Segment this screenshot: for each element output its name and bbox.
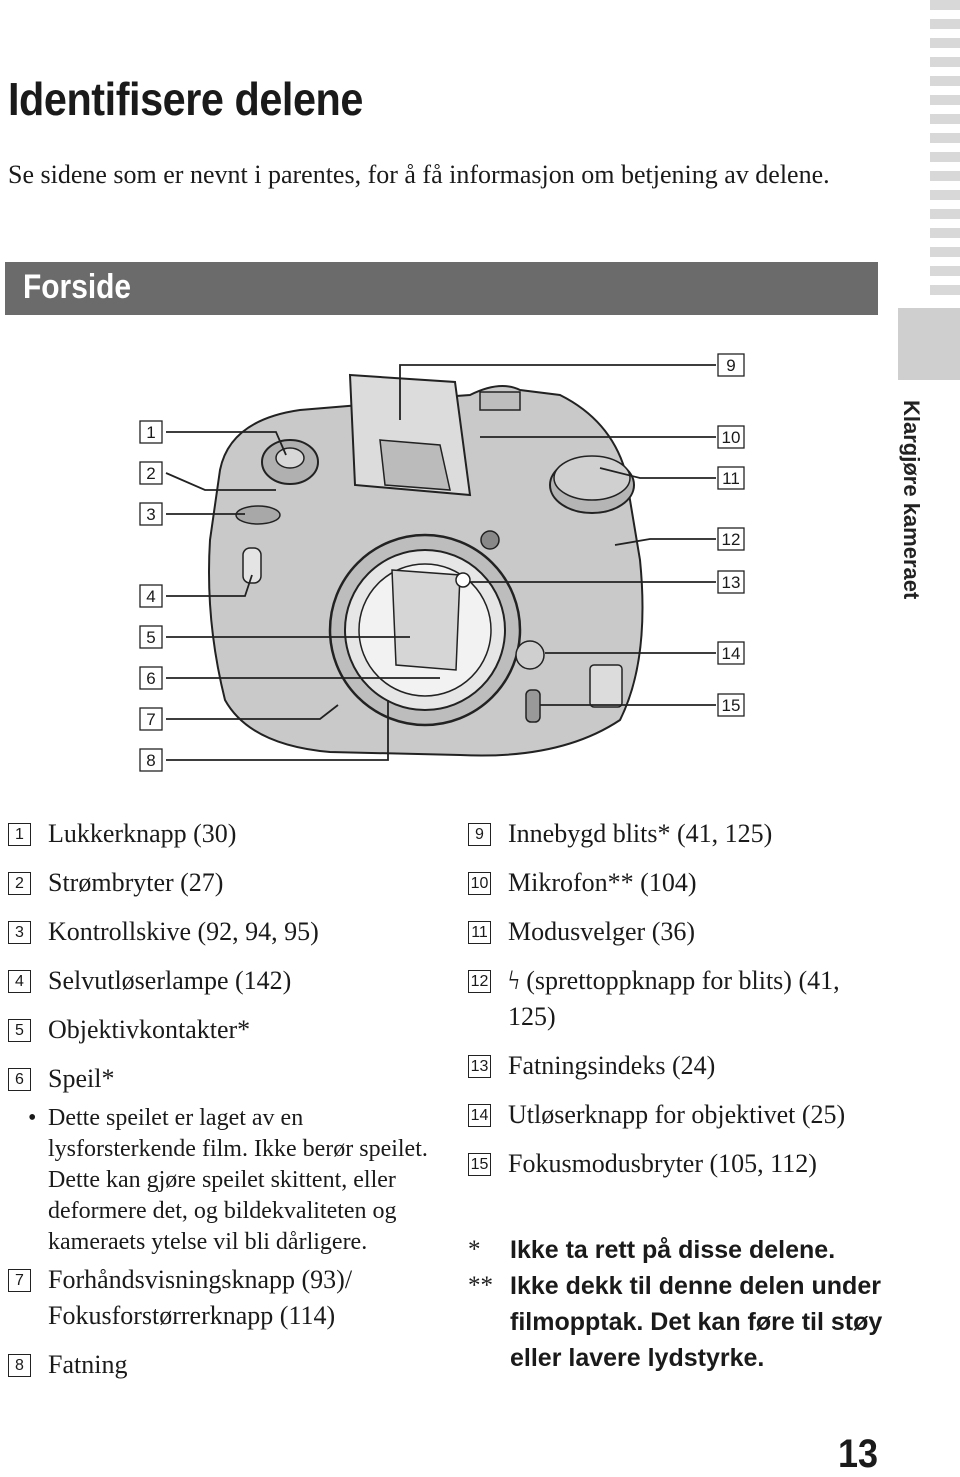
callout-label: 15 xyxy=(722,696,741,715)
part-number: 5 xyxy=(8,1019,31,1042)
part-number: 2 xyxy=(8,872,31,895)
footnote-text: Ikke dekk til denne delen under filmoppt… xyxy=(510,1272,883,1372)
chapter-side-label: Klargjøre kameraet xyxy=(896,400,926,630)
section-title: Forside xyxy=(23,268,132,306)
part-number: 9 xyxy=(468,823,491,846)
callout-label: 13 xyxy=(722,573,741,592)
part-label: Kontrollskive (92, 94, 95) xyxy=(48,917,319,946)
camera-front-illustration: 1 2 3 4 5 6 7 8 9 10 11 12 13 14 15 xyxy=(139,353,745,772)
part-item: 15 Fokusmodusbryter (105, 112) xyxy=(468,1146,888,1182)
part-label: Mikrofon** (104) xyxy=(508,868,697,897)
section-header-bar: Forside xyxy=(5,262,878,315)
part-number: 13 xyxy=(468,1055,491,1078)
callout-label: 3 xyxy=(146,505,155,524)
part-label: Lukkerknapp (30) xyxy=(48,819,237,848)
page-number: 13 xyxy=(838,1432,879,1476)
callout-label: 14 xyxy=(722,644,741,663)
part-item: 13 Fatningsindeks (24) xyxy=(468,1048,888,1084)
chapter-side-text: Klargjøre kameraet xyxy=(899,400,924,600)
part-label: Speil* xyxy=(48,1064,115,1093)
part-item: 2 Strømbryter (27) xyxy=(8,865,428,901)
callout-label: 10 xyxy=(722,428,741,447)
callout-label: 6 xyxy=(146,669,155,688)
footnote-mark: ** xyxy=(468,1272,493,1299)
callout-label: 5 xyxy=(146,628,155,647)
callout-label: 8 xyxy=(146,751,155,770)
part-label: Selvutløserlampe (142) xyxy=(48,966,292,995)
part-number: 14 xyxy=(468,1104,491,1127)
part-label: Fatning xyxy=(48,1350,128,1379)
part-item: 14 Utløserknapp for objektivet (25) xyxy=(468,1097,888,1133)
part-label: ϟ (sprettoppknapp for blits) (41, 125) xyxy=(508,966,840,1031)
part-item: 6 Speil* Dette speilet er laget av en lys… xyxy=(8,1061,428,1258)
part-label: Fatningsindeks (24) xyxy=(508,1051,716,1080)
parts-list-left: 1 Lukkerknapp (30) 2 Strømbryter (27) 3 Kon… xyxy=(8,816,428,1383)
footnote: ** Ikke dekk til denne delen under filmop… xyxy=(468,1268,888,1376)
page-title: Identifisere delene xyxy=(8,73,363,125)
page-edge-stripes xyxy=(930,0,960,300)
part-label: Strømbryter (27) xyxy=(48,868,224,897)
part-item: 12 ϟ (sprettoppknapp for blits) (41, 125) xyxy=(468,963,888,1035)
callout-label: 4 xyxy=(146,587,155,606)
part-item: 11 Modusvelger (36) xyxy=(468,914,888,950)
part-item: 4 Selvutløserlampe (142) xyxy=(8,963,428,999)
callout-label: 2 xyxy=(146,464,155,483)
part-label: Fokusmodusbryter (105, 112) xyxy=(508,1149,817,1178)
footnote-mark: * xyxy=(468,1236,481,1263)
part-item: 9 Innebygd blits* (41, 125) xyxy=(468,816,888,852)
part-number: 3 xyxy=(8,921,31,944)
mirror-warning: Dette speilet er laget av en lysforsterk… xyxy=(28,1103,428,1258)
footnotes: * Ikke ta rett på disse delene. ** Ikke de… xyxy=(468,1232,888,1376)
callout-label: 12 xyxy=(722,530,741,549)
part-number: 15 xyxy=(468,1153,491,1176)
part-item: 10 Mikrofon** (104) xyxy=(468,865,888,901)
callout-label: 7 xyxy=(146,710,155,729)
part-item: 1 Lukkerknapp (30) xyxy=(8,816,428,852)
part-label: Objektivkontakter* xyxy=(48,1015,251,1044)
footnote: * Ikke ta rett på disse delene. xyxy=(468,1232,888,1268)
part-number: 12 xyxy=(468,970,491,993)
part-number: 10 xyxy=(468,872,491,895)
part-item: 8 Fatning xyxy=(8,1347,428,1383)
intro-text: Se sidene som er nevnt i parentes, for å… xyxy=(8,160,830,189)
part-item: 7 Forhåndsvisningsknapp (93)/ Fokusforstø… xyxy=(8,1262,428,1334)
part-number: 4 xyxy=(8,970,31,993)
chapter-thumb-tab xyxy=(898,308,960,380)
part-label: Innebygd blits* (41, 125) xyxy=(508,819,773,848)
part-number: 6 xyxy=(8,1068,31,1091)
part-item: 3 Kontrollskive (92, 94, 95) xyxy=(8,914,428,950)
part-label: Forhåndsvisningsknapp (93)/ Fokusforstør… xyxy=(48,1265,353,1330)
part-item: 5 Objektivkontakter* xyxy=(8,1012,428,1048)
callout-label: 1 xyxy=(146,423,155,442)
footnote-text: Ikke ta rett på disse delene. xyxy=(510,1236,836,1264)
part-number: 8 xyxy=(8,1354,31,1377)
callout-label: 11 xyxy=(722,469,740,488)
part-label: Modusvelger (36) xyxy=(508,917,696,946)
part-number: 7 xyxy=(8,1269,31,1292)
parts-list-right: 9 Innebygd blits* (41, 125) 10 Mikrofon** … xyxy=(468,816,888,1182)
callout-label: 9 xyxy=(726,356,735,375)
part-number: 11 xyxy=(468,921,491,944)
part-number: 1 xyxy=(8,823,31,846)
part-label: Utløserknapp for objektivet (25) xyxy=(508,1100,846,1129)
